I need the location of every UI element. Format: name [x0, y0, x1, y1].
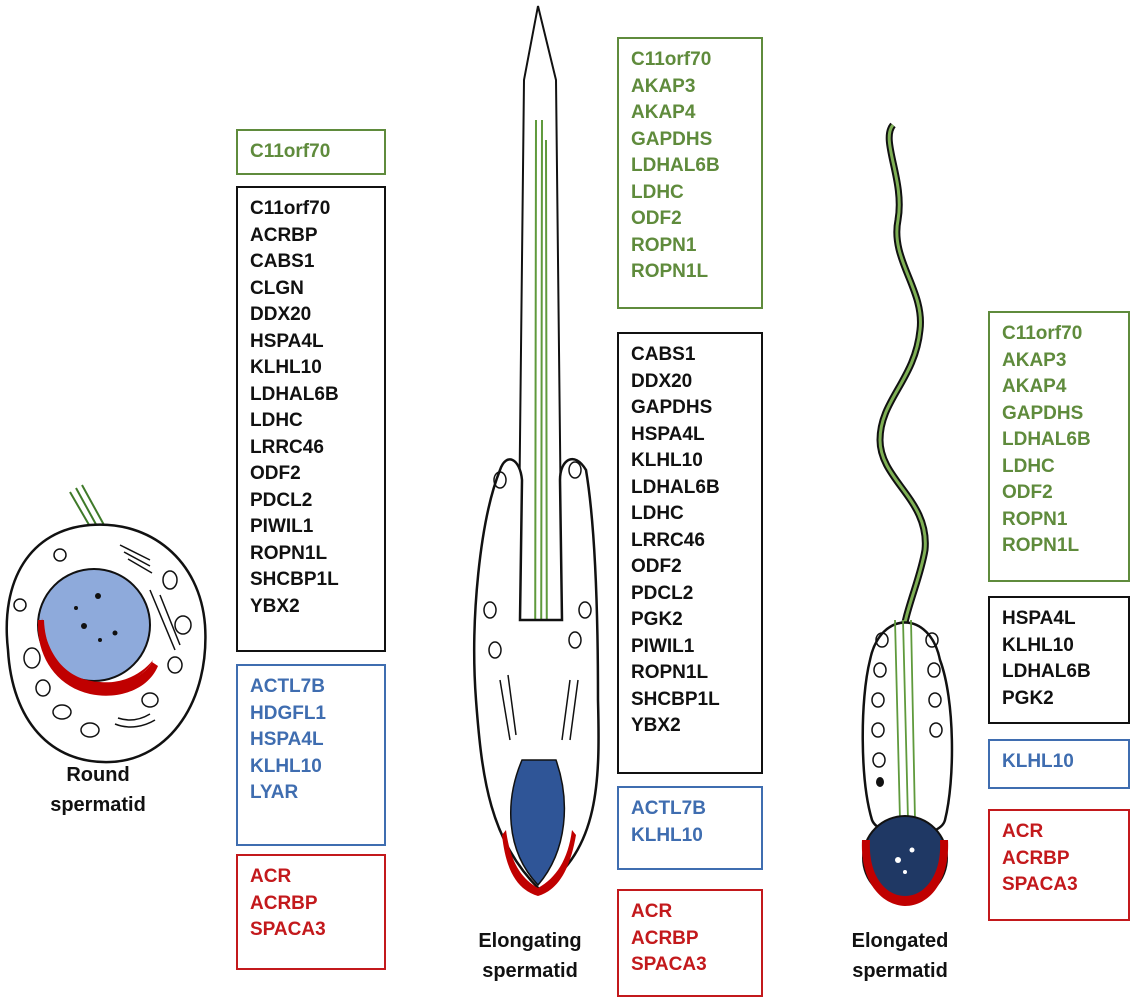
gene-label: GAPDHS [631, 127, 749, 154]
gene-label: HSPA4L [250, 727, 372, 754]
caption-line-2: spermatid [825, 956, 975, 986]
caption-line-2: spermatid [28, 790, 168, 820]
caption-line-1: Round [28, 760, 168, 790]
gene-label: KLHL10 [631, 448, 749, 475]
gene-label: ROPN1 [1002, 507, 1116, 534]
caption-line-1: Elongated [825, 926, 975, 956]
elongated-blue-gene-box: KLHL10 [988, 739, 1130, 789]
elongated-spermatid-drawing [862, 125, 952, 906]
elongated-black-gene-box: HSPA4L KLHL10 LDHAL6B PGK2 [988, 596, 1130, 724]
gene-label: ACR [250, 864, 372, 891]
gene-label: YBX2 [250, 594, 372, 621]
gene-label: ROPN1L [1002, 533, 1116, 560]
gene-label: ODF2 [631, 206, 749, 233]
gene-label: LDHAL6B [631, 475, 749, 502]
gene-label: ROPN1 [631, 233, 749, 260]
round-green-gene-box: C11orf70 [236, 129, 386, 175]
gene-label: HDGFL1 [250, 701, 372, 728]
gene-label: ACRBP [1002, 846, 1116, 873]
gene-label: LDHC [250, 408, 372, 435]
gene-label: SPACA3 [631, 952, 749, 979]
gene-label: HSPA4L [1002, 606, 1116, 633]
round-red-gene-box: ACR ACRBP SPACA3 [236, 854, 386, 970]
gene-label: ACRBP [250, 891, 372, 918]
caption-line-2: spermatid [455, 956, 605, 986]
gene-label: PIWIL1 [631, 634, 749, 661]
gene-label: LDHAL6B [250, 382, 372, 409]
gene-label: ODF2 [250, 461, 372, 488]
gene-label: SHCBP1L [631, 687, 749, 714]
round-spermatid-caption: Round spermatid [28, 760, 168, 820]
gene-label: LYAR [250, 780, 372, 807]
gene-label: CLGN [250, 276, 372, 303]
gene-label: SHCBP1L [250, 567, 372, 594]
elongating-spermatid-caption: Elongating spermatid [455, 926, 605, 986]
gene-label: KLHL10 [631, 823, 749, 850]
gene-label: LDHC [631, 501, 749, 528]
gene-label: SPACA3 [1002, 872, 1116, 899]
round-spermatid-drawing [7, 485, 206, 762]
gene-label: HSPA4L [631, 422, 749, 449]
gene-label: PDCL2 [631, 581, 749, 608]
gene-label: KLHL10 [1002, 749, 1116, 776]
gene-label: KLHL10 [250, 355, 372, 382]
round-black-gene-box: C11orf70 ACRBP CABS1 CLGN DDX20 HSPA4L K… [236, 186, 386, 652]
gene-label: C11orf70 [631, 47, 749, 74]
gene-label: LDHAL6B [1002, 659, 1116, 686]
round-blue-gene-box: ACTL7B HDGFL1 HSPA4L KLHL10 LYAR [236, 664, 386, 846]
gene-label: ODF2 [1002, 480, 1116, 507]
gene-label: LDHC [631, 180, 749, 207]
gene-label: DDX20 [631, 369, 749, 396]
gene-label: ACR [631, 899, 749, 926]
gene-label: C11orf70 [250, 139, 372, 166]
gene-label: GAPDHS [631, 395, 749, 422]
gene-label: ACR [1002, 819, 1116, 846]
gene-label: ACRBP [631, 926, 749, 953]
elongating-spermatid-drawing [474, 6, 598, 896]
gene-label: ROPN1L [631, 660, 749, 687]
elongating-green-gene-box: C11orf70 AKAP3 AKAP4 GAPDHS LDHAL6B LDHC… [617, 37, 763, 309]
gene-label: PGK2 [1002, 686, 1116, 713]
gene-label: LDHAL6B [1002, 427, 1116, 454]
elongated-green-gene-box: C11orf70 AKAP3 AKAP4 GAPDHS LDHAL6B LDHC… [988, 311, 1130, 582]
gene-label: PDCL2 [250, 488, 372, 515]
gene-label: ROPN1L [250, 541, 372, 568]
elongating-black-gene-box: CABS1 DDX20 GAPDHS HSPA4L KLHL10 LDHAL6B… [617, 332, 763, 774]
gene-label: LDHAL6B [631, 153, 749, 180]
gene-label: DDX20 [250, 302, 372, 329]
gene-label: LRRC46 [250, 435, 372, 462]
gene-label: HSPA4L [250, 329, 372, 356]
elongated-spermatid-caption: Elongated spermatid [825, 926, 975, 986]
gene-label: ODF2 [631, 554, 749, 581]
gene-label: C11orf70 [1002, 321, 1116, 348]
elongating-red-gene-box: ACR ACRBP SPACA3 [617, 889, 763, 997]
gene-label: PGK2 [631, 607, 749, 634]
gene-label: CABS1 [631, 342, 749, 369]
gene-label: ACRBP [250, 223, 372, 250]
gene-label: KLHL10 [1002, 633, 1116, 660]
caption-line-1: Elongating [455, 926, 605, 956]
gene-label: KLHL10 [250, 754, 372, 781]
gene-label: AKAP4 [631, 100, 749, 127]
gene-label: GAPDHS [1002, 401, 1116, 428]
gene-label: CABS1 [250, 249, 372, 276]
gene-label: AKAP3 [631, 74, 749, 101]
gene-label: AKAP3 [1002, 348, 1116, 375]
gene-label: ROPN1L [631, 259, 749, 286]
gene-label: C11orf70 [250, 196, 372, 223]
gene-label: YBX2 [631, 713, 749, 740]
elongated-red-gene-box: ACR ACRBP SPACA3 [988, 809, 1130, 921]
gene-label: LRRC46 [631, 528, 749, 555]
gene-label: ACTL7B [250, 674, 372, 701]
gene-label: ACTL7B [631, 796, 749, 823]
gene-label: PIWIL1 [250, 514, 372, 541]
gene-label: AKAP4 [1002, 374, 1116, 401]
gene-label: LDHC [1002, 454, 1116, 481]
gene-label: SPACA3 [250, 917, 372, 944]
elongating-blue-gene-box: ACTL7B KLHL10 [617, 786, 763, 870]
